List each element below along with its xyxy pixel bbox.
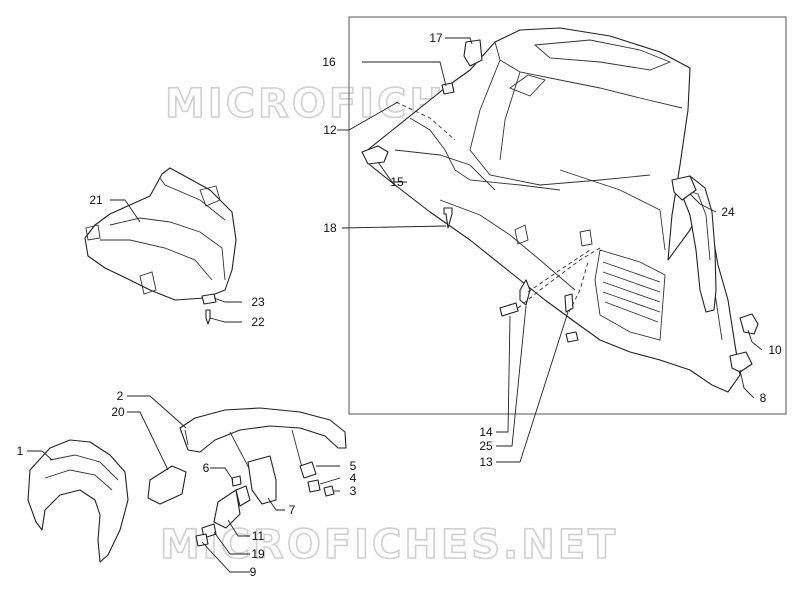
callout-22: 22 [251,315,265,329]
tray-part-21 [84,167,237,301]
leg-shield-inner [364,27,741,393]
callout-12: 12 [323,123,337,137]
callout-9: 9 [250,565,257,579]
callout-15: 15 [390,175,404,189]
callout-1: 1 [17,444,24,458]
callout-11: 11 [252,529,265,543]
screw-part-14 [499,302,519,317]
callout-16: 16 [322,55,336,69]
clip-part-10 [739,313,759,335]
callout-labels: 16 17 12 15 18 24 10 8 14 25 13 21 23 22… [17,31,782,579]
callout-14: 14 [479,425,493,439]
screw-part-6 [231,475,242,487]
washer-part-19-top [235,485,251,507]
nut-part-near-13 [565,331,579,343]
screw-part-22 [205,309,211,325]
front-fender-part-1 [27,439,129,563]
screw-part-18 [443,207,453,229]
callout-13: 13 [479,455,493,469]
callout-20: 20 [111,405,125,419]
callout-5: 5 [350,459,357,473]
nut-part-16 [441,82,455,95]
clip-part-8 [729,351,753,373]
bracket-part-7 [247,455,277,505]
callout-25: 25 [479,439,493,453]
callout-18: 18 [323,221,337,235]
washer-part-5 [299,461,317,479]
callout-4: 4 [350,471,357,485]
bracket-part-11 [213,489,241,529]
screw-part-3 [323,485,335,497]
callout-7: 7 [289,503,296,517]
callout-21: 21 [89,193,103,207]
callout-17: 17 [429,31,443,45]
washer-part-4 [307,479,321,493]
assembly-frame [348,16,787,415]
screw-part-9 [195,533,209,547]
leader-lines [27,37,763,573]
clip-part-15 [361,145,389,165]
callout-24: 24 [721,205,735,219]
callout-19: 19 [251,547,265,561]
callout-2: 2 [117,389,124,403]
callout-23: 23 [251,295,265,309]
clip-part-17 [463,39,483,67]
callout-6: 6 [203,461,210,475]
callout-3: 3 [350,484,357,498]
watermark-bottom: MICROFICHES.NET [160,522,618,568]
clip-part-23 [201,293,217,305]
screw-part-13 [564,293,574,313]
callout-8: 8 [760,391,767,405]
bracket-part-20 [147,465,187,505]
callout-10: 10 [768,343,782,357]
screw-part-25 [519,279,531,306]
